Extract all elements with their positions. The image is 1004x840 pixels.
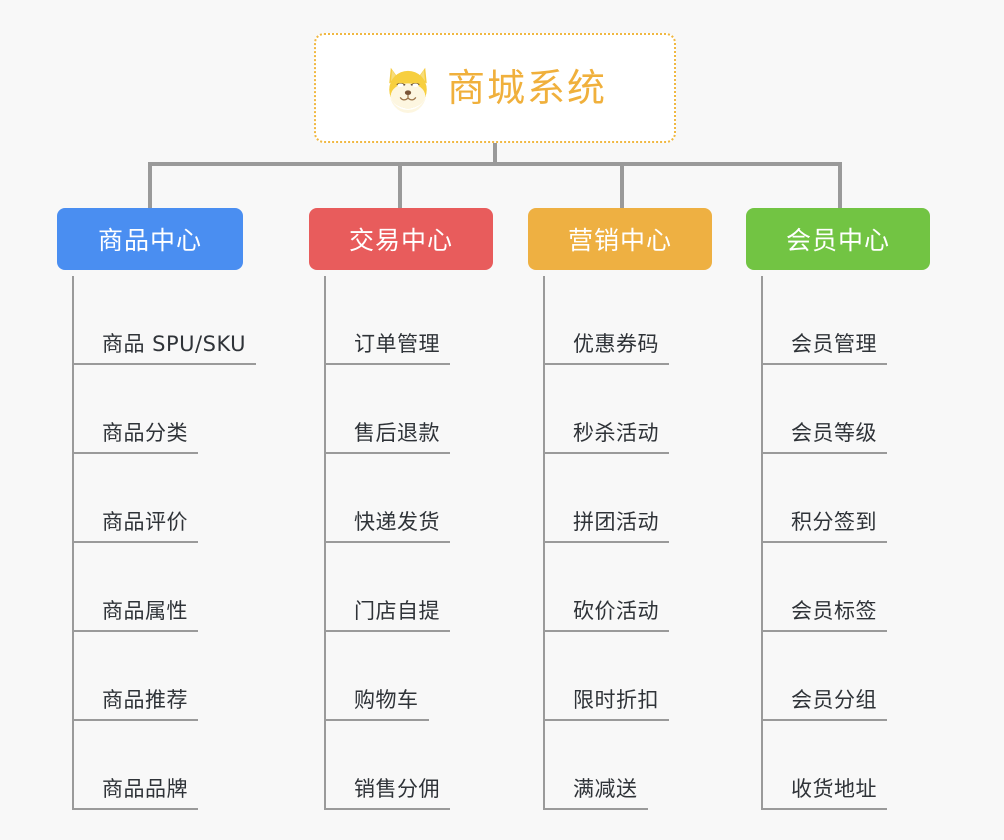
leaf-item[interactable]: 会员标签 <box>761 543 887 632</box>
connector-bus <box>148 162 842 166</box>
leaf-label: 拼团活动 <box>573 510 659 534</box>
leaf-underline: 售后退款 <box>324 417 450 454</box>
category-label: 营销中心 <box>567 226 672 255</box>
leaf-label: 商品推荐 <box>102 688 188 712</box>
leaf-label: 售后退款 <box>354 421 440 445</box>
shiba-dog-face-icon <box>383 63 433 113</box>
leaf-item[interactable]: 商品属性 <box>72 543 198 632</box>
leaf-spine <box>761 276 763 810</box>
leaf-underline: 商品推荐 <box>72 684 198 721</box>
leaf-label: 订单管理 <box>354 332 440 356</box>
leaf-label: 会员等级 <box>791 421 877 445</box>
leaf-label: 积分签到 <box>791 510 877 534</box>
leaf-spine <box>72 276 74 810</box>
root-title: 商城系统 <box>446 66 607 110</box>
leaf-item[interactable]: 会员分组 <box>761 632 887 721</box>
category-label: 商品中心 <box>97 226 202 255</box>
connector-drop-2 <box>398 162 402 208</box>
leaf-underline: 销售分佣 <box>324 773 450 810</box>
category-box-2[interactable]: 交易中心 <box>309 208 493 270</box>
leaf-underline: 会员管理 <box>761 328 887 365</box>
leaf-label: 收货地址 <box>791 777 877 801</box>
leaf-item[interactable]: 快递发货 <box>324 454 450 543</box>
leaf-label: 秒杀活动 <box>573 421 659 445</box>
leaf-item[interactable]: 商品分类 <box>72 365 198 454</box>
root-node[interactable]: 商城系统 <box>314 33 676 143</box>
leaf-item[interactable]: 砍价活动 <box>543 543 669 632</box>
category-box-4[interactable]: 会员中心 <box>746 208 930 270</box>
leaf-item[interactable]: 收货地址 <box>761 721 887 810</box>
leaf-underline: 商品属性 <box>72 595 198 632</box>
leaf-label: 会员分组 <box>791 688 877 712</box>
leaf-underline: 积分签到 <box>761 506 887 543</box>
leaf-label: 满减送 <box>573 777 638 801</box>
leaf-label: 商品品牌 <box>102 777 188 801</box>
leaf-item[interactable]: 订单管理 <box>324 276 450 365</box>
connector-drop-1 <box>148 162 152 208</box>
connector-drop-3 <box>620 162 624 208</box>
leaf-item[interactable]: 限时折扣 <box>543 632 669 721</box>
leaf-item[interactable]: 满减送 <box>543 721 648 810</box>
leaf-label: 购物车 <box>354 688 419 712</box>
leaf-spine <box>324 276 326 810</box>
leaf-underline: 门店自提 <box>324 595 450 632</box>
category-box-1[interactable]: 商品中心 <box>57 208 243 270</box>
leaf-underline: 收货地址 <box>761 773 887 810</box>
leaf-item[interactable]: 购物车 <box>324 632 429 721</box>
leaf-label: 砍价活动 <box>573 599 659 623</box>
leaf-label: 限时折扣 <box>573 688 659 712</box>
leaf-underline: 拼团活动 <box>543 506 669 543</box>
leaf-underline: 满减送 <box>543 773 648 810</box>
leaf-label: 优惠券码 <box>573 332 659 356</box>
leaf-item[interactable]: 会员管理 <box>761 276 887 365</box>
leaf-item[interactable]: 秒杀活动 <box>543 365 669 454</box>
leaf-item[interactable]: 商品评价 <box>72 454 198 543</box>
leaf-item[interactable]: 商品 SPU/SKU <box>72 276 257 365</box>
category-label: 会员中心 <box>785 226 890 255</box>
leaf-underline: 砍价活动 <box>543 595 669 632</box>
leaf-underline: 商品评价 <box>72 506 198 543</box>
connector-drop-4 <box>838 162 842 208</box>
leaf-underline: 会员等级 <box>761 417 887 454</box>
category-box-3[interactable]: 营销中心 <box>528 208 712 270</box>
leaf-underline: 优惠券码 <box>543 328 669 365</box>
leaf-label: 会员标签 <box>791 599 877 623</box>
leaf-item[interactable]: 优惠券码 <box>543 276 669 365</box>
leaf-item[interactable]: 商品推荐 <box>72 632 198 721</box>
leaf-label: 商品 SPU/SKU <box>102 332 247 356</box>
leaf-underline: 会员分组 <box>761 684 887 721</box>
leaf-item[interactable]: 门店自提 <box>324 543 450 632</box>
category-label: 交易中心 <box>348 226 453 255</box>
leaf-underline: 快递发货 <box>324 506 450 543</box>
leaf-underline: 订单管理 <box>324 328 450 365</box>
leaf-underline: 限时折扣 <box>543 684 669 721</box>
leaf-item[interactable]: 销售分佣 <box>324 721 450 810</box>
leaf-item[interactable]: 拼团活动 <box>543 454 669 543</box>
leaf-item[interactable]: 商品品牌 <box>72 721 198 810</box>
leaf-label: 商品属性 <box>102 599 188 623</box>
leaf-item[interactable]: 售后退款 <box>324 365 450 454</box>
leaf-underline: 秒杀活动 <box>543 417 669 454</box>
leaf-spine <box>543 276 545 810</box>
leaf-label: 商品评价 <box>102 510 188 534</box>
leaf-label: 商品分类 <box>102 421 188 445</box>
leaf-underline: 会员标签 <box>761 595 887 632</box>
connector-root-stem <box>493 143 497 164</box>
leaf-label: 会员管理 <box>791 332 877 356</box>
leaf-label: 销售分佣 <box>354 777 440 801</box>
leaf-label: 门店自提 <box>354 599 440 623</box>
leaf-underline: 商品品牌 <box>72 773 198 810</box>
leaf-underline: 商品 SPU/SKU <box>72 328 257 365</box>
leaf-item[interactable]: 会员等级 <box>761 365 887 454</box>
leaf-item[interactable]: 积分签到 <box>761 454 887 543</box>
leaf-label: 快递发货 <box>354 510 440 534</box>
leaf-underline: 商品分类 <box>72 417 198 454</box>
leaf-underline: 购物车 <box>324 684 429 721</box>
